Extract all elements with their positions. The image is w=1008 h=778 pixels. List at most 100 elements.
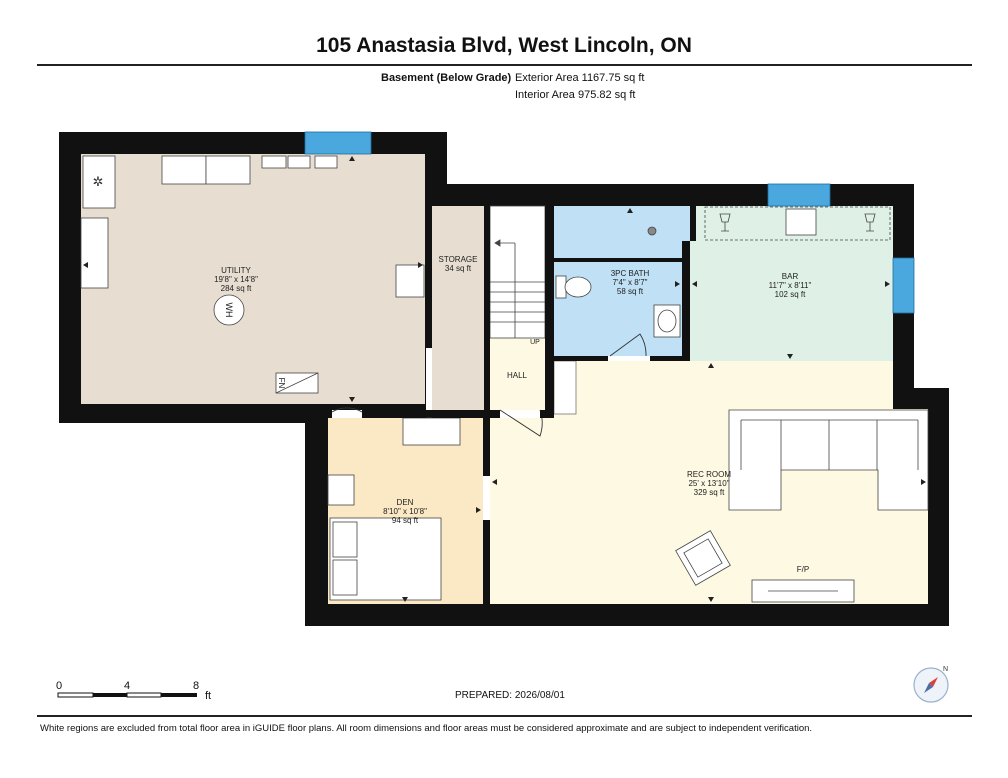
furnace-diagonal (275, 372, 319, 394)
den-area: 94 sq ft (392, 516, 419, 525)
scale-tick-8: 8 (193, 680, 200, 692)
furnace-label: FN (277, 378, 286, 389)
room-labels: UTILITY 19'8" x 14'8" 284 sq ft STORAGE … (214, 255, 811, 525)
scale-tick-4: 4 (124, 680, 131, 692)
utility-fixtures: ✲ (80, 155, 425, 394)
den-name: DEN (397, 498, 414, 507)
bar-fixtures (704, 206, 891, 241)
storage-floor (432, 206, 484, 410)
marker-bath-right (675, 281, 680, 287)
bath-name: 3PC BATH (611, 269, 650, 278)
storage-name: STORAGE (439, 255, 478, 264)
marker-rec-left (492, 479, 497, 485)
hvac-unit (82, 155, 116, 209)
scale-segment-4 (161, 693, 197, 697)
storage-area: 34 sq ft (445, 264, 472, 273)
marker-rec-right (921, 479, 926, 485)
bath-shower-floor (554, 206, 690, 262)
laundry-sink (395, 264, 425, 298)
wall-den-rec (484, 520, 490, 604)
utility-door-swing (331, 407, 363, 413)
bath-door-swing (609, 333, 647, 357)
wall-bath-bar (690, 206, 696, 241)
bath-door-gap (608, 356, 650, 361)
exterior-area: Exterior Area 1167.75 sq ft (515, 72, 645, 84)
marker-bath-top (627, 208, 633, 213)
den-desk (402, 417, 461, 446)
rec-fixtures (675, 409, 929, 603)
floor-label: Basement (Below Grade) (381, 72, 512, 84)
scale-segment-3 (126, 692, 162, 698)
bar-name: BAR (782, 272, 799, 281)
storage-door-gap (426, 348, 432, 410)
den-dims: 8'10" x 10'8" (383, 507, 427, 516)
wine-glass-right-icon (864, 213, 876, 232)
fan-icon: ✲ (93, 174, 104, 189)
plan-title: 105 Anastasia Blvd, West Lincoln, ON (316, 34, 692, 57)
utility-floor (81, 154, 425, 404)
disclaimer: White regions are excluded from total fl… (40, 723, 813, 734)
dimension-markers (83, 156, 926, 602)
water-heater-label: WH (224, 303, 234, 318)
marker-utility-top (349, 156, 355, 161)
scale-tick-0: 0 (56, 680, 63, 692)
utility-cabinet-right (205, 155, 251, 185)
bath-sink (657, 309, 677, 333)
sectional-sofa (728, 409, 929, 511)
wall-storage-hall (484, 206, 490, 476)
compass-icon: N (913, 666, 949, 703)
shower-drain (647, 226, 657, 236)
bar-counter (704, 206, 891, 241)
bar-side-window (892, 257, 915, 314)
scale-segment-1 (57, 692, 94, 698)
prepared-date: PREPARED: 2026/08/01 (455, 690, 565, 701)
utility-shelf (80, 217, 109, 289)
utility-area: 284 sq ft (221, 284, 252, 293)
den-pillow-1 (332, 521, 358, 558)
utility-panel-c (314, 155, 338, 169)
bath-dims: 7'4" x 8'7" (613, 278, 648, 287)
wall-utility-storage (425, 154, 432, 348)
scale-segment-2 (93, 693, 127, 697)
marker-den-bottom (402, 597, 408, 602)
wine-glass-left-icon (719, 213, 731, 232)
armchair (675, 530, 731, 586)
stairs (489, 205, 546, 339)
utility-panel-a (261, 155, 287, 169)
wall-bath-bottom-left (554, 356, 608, 361)
rec-area: 329 sq ft (694, 488, 725, 497)
windows (304, 131, 915, 314)
utility-door-gap (332, 410, 362, 418)
bath-area: 58 sq ft (617, 287, 644, 296)
utility-panel-b (287, 155, 311, 169)
utility-cabinet-left (161, 155, 207, 185)
bar-floor (690, 241, 893, 361)
fireplace-label: F/P (797, 565, 809, 574)
hall-door-gap (500, 410, 540, 418)
marker-rec-top (708, 363, 714, 368)
marker-bar-right (885, 281, 890, 287)
scale-unit: ft (205, 690, 212, 702)
marker-bar-bottom (787, 354, 793, 359)
wall-bath-bottom-right (650, 356, 682, 361)
wall-hall-bottom (540, 410, 554, 418)
marker-utility-right (418, 262, 423, 268)
marker-utility-left (83, 262, 88, 268)
scale-bar (57, 692, 197, 698)
marker-rec-bottom (708, 597, 714, 602)
rec-dims: 25' x 13'10" (688, 479, 729, 488)
stair-outline (489, 205, 546, 339)
bar-dims: 11'7" x 8'11" (769, 281, 812, 290)
den-nightstand (327, 474, 355, 506)
utility-dims: 19'8" x 14'8" (214, 275, 258, 284)
toilet-bowl (564, 276, 592, 298)
den-fixtures (327, 417, 461, 601)
wall-storage-bottom (432, 410, 500, 418)
armchair-seat (683, 538, 723, 578)
compass-north-label: N (943, 666, 948, 673)
wall-shower (554, 258, 682, 262)
rec-name: REC ROOM (687, 470, 731, 479)
utility-window (304, 131, 372, 155)
wall-utility-den-right (362, 410, 426, 418)
bar-window (767, 183, 831, 207)
